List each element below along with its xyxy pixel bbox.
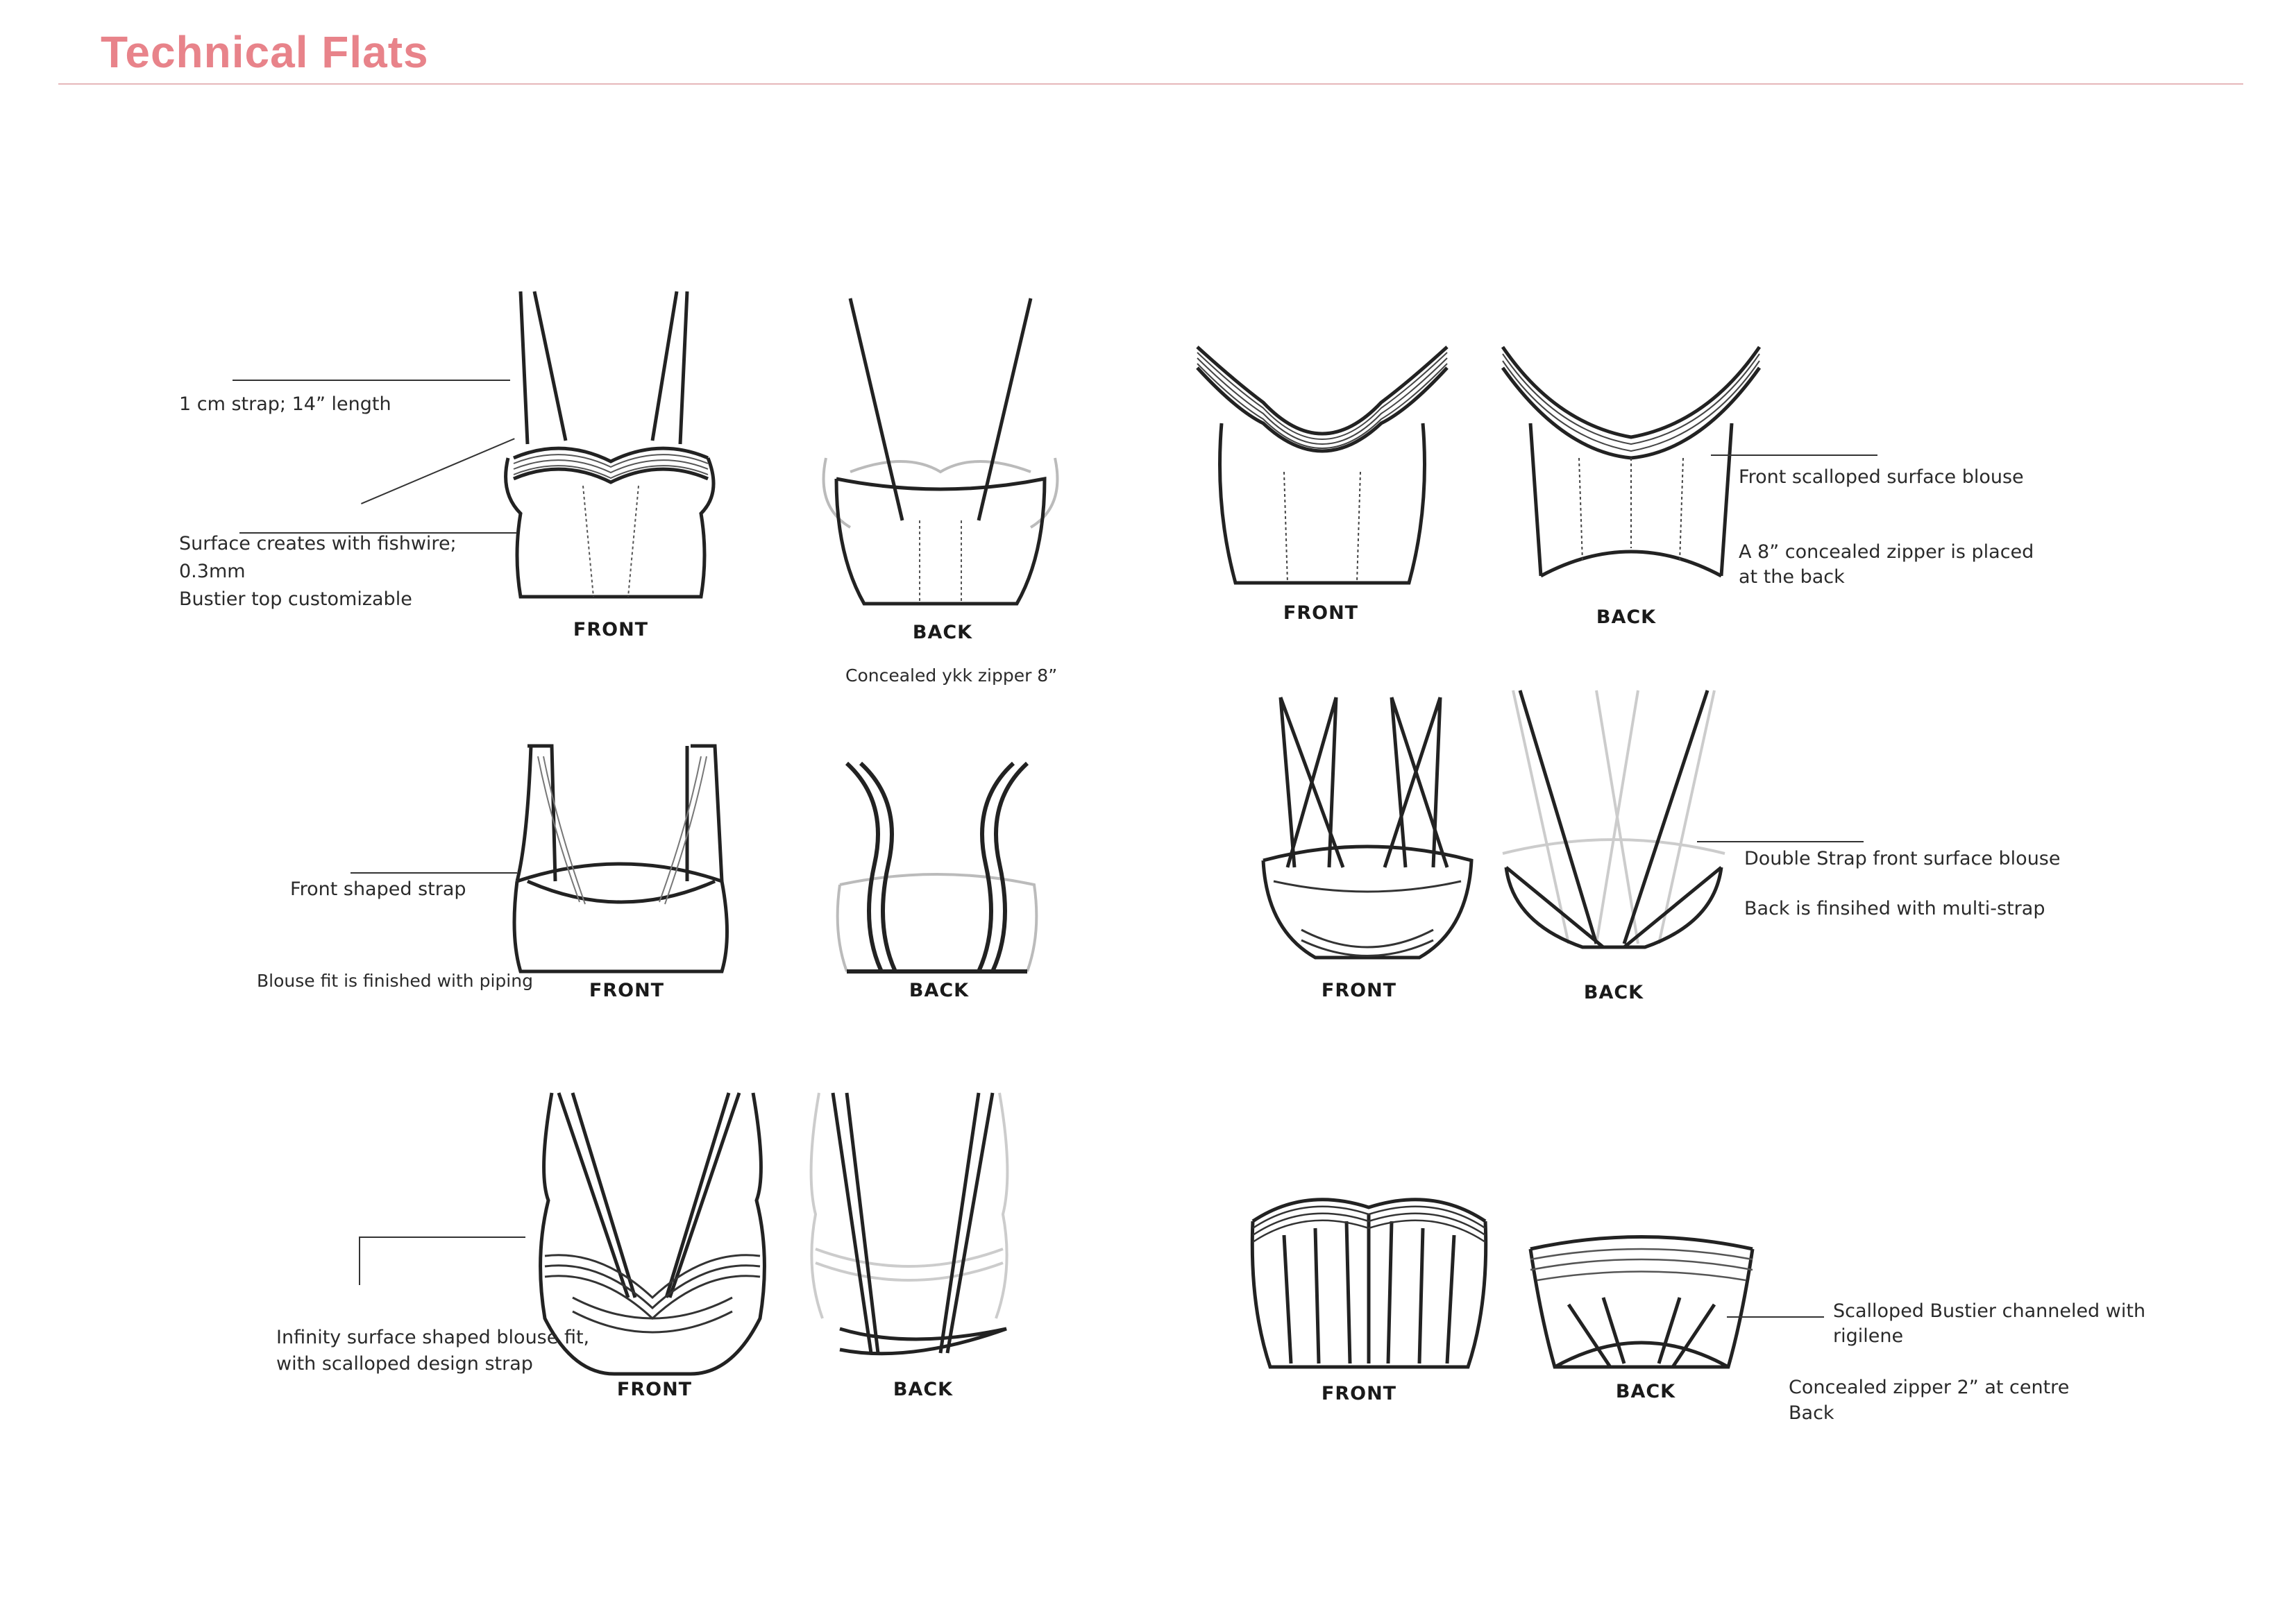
flat-scalloped-blouse-front	[1194, 340, 1451, 597]
title-divider	[58, 83, 2243, 85]
leader-line	[1697, 841, 1864, 842]
note-double-strap: Double Strap front surface blouse	[1744, 848, 2061, 869]
leader-line	[239, 532, 517, 534]
flat-bustier-strap-back	[822, 291, 1059, 611]
flat-double-strap-front	[1260, 694, 1475, 971]
note-blouse-piping: Blouse fit is finished with piping	[257, 971, 533, 991]
flat-shaped-strap-back	[833, 760, 1041, 982]
note-strap-length: 1 cm strap; 14” length	[179, 393, 391, 415]
leader-line	[1711, 454, 1877, 456]
flat-scalloped-blouse-back	[1499, 340, 1763, 597]
front-label: FRONT	[573, 619, 649, 640]
flat-shaped-strap-front	[510, 742, 732, 978]
flat-scalloped-bustier-front	[1249, 1180, 1489, 1374]
note-scalloped-strap: with scalloped design strap	[276, 1353, 533, 1375]
note-centre-zipper-back: Back	[1789, 1402, 1834, 1424]
back-label: BACK	[1596, 606, 1657, 628]
flat-double-strap-back	[1499, 687, 1728, 965]
note-centre-zipper: Concealed zipper 2” at centre	[1789, 1377, 2070, 1398]
leader-line	[359, 1237, 360, 1285]
back-label: BACK	[893, 1379, 954, 1400]
front-label: FRONT	[1321, 980, 1397, 1001]
leader-line	[233, 380, 510, 381]
note-bustier-customizable: Bustier top customizable	[179, 588, 412, 610]
page-title: Technical Flats	[101, 27, 429, 77]
note-infinity-surface: Infinity surface shaped blouse fit,	[276, 1327, 590, 1348]
back-label: BACK	[909, 980, 970, 1001]
note-back-zipper: A 8” concealed zipper is placed	[1739, 541, 2034, 563]
leader-line	[359, 1237, 525, 1238]
flat-infinity-back	[805, 1089, 1013, 1367]
front-label: FRONT	[1283, 602, 1359, 624]
front-label: FRONT	[589, 980, 665, 1001]
flat-scalloped-bustier-back	[1527, 1221, 1756, 1374]
note-front-shaped-strap: Front shaped strap	[290, 878, 466, 900]
front-label: FRONT	[616, 1379, 693, 1400]
note-concealed-ykk: Concealed ykk zipper 8”	[845, 665, 1058, 686]
leader-line	[351, 872, 517, 874]
leader-line	[1727, 1316, 1824, 1318]
note-rigilene: rigilene	[1833, 1325, 1904, 1347]
note-surface-fishwire: Surface creates with fishwire;	[179, 533, 457, 554]
front-label: FRONT	[1321, 1383, 1397, 1404]
note-surface-thickness: 0.3mm	[179, 561, 246, 582]
leader-line	[361, 438, 515, 504]
note-front-scalloped-blouse: Front scalloped surface blouse	[1739, 466, 2024, 488]
flat-bustier-strap-front	[500, 284, 722, 604]
note-scalloped-bustier: Scalloped Bustier channeled with	[1833, 1300, 2146, 1322]
note-back-zipper-position: at the back	[1739, 566, 1845, 588]
flat-infinity-front	[531, 1089, 774, 1381]
back-label: BACK	[912, 622, 973, 643]
note-multi-strap: Back is finsihed with multi-strap	[1744, 898, 2045, 919]
back-label: BACK	[1583, 982, 1644, 1003]
back-label: BACK	[1615, 1381, 1676, 1402]
